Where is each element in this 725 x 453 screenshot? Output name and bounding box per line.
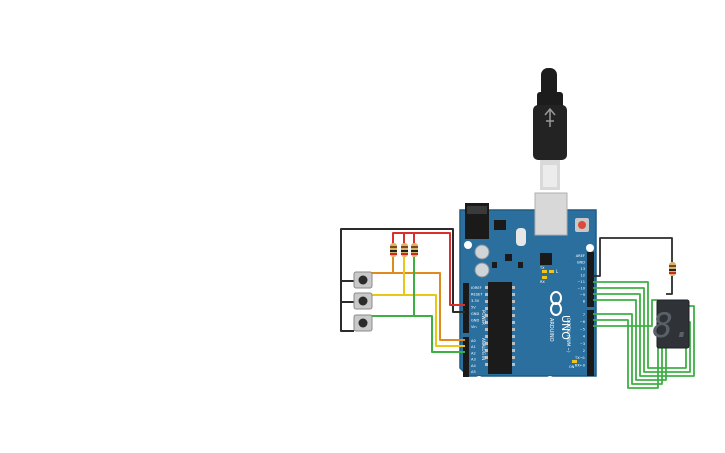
wire-seg-c[interactable] [593,293,695,377]
on-led [572,360,577,363]
pin-label: ~3 [580,342,585,346]
pin-label: IOREF [471,286,482,290]
pin-label: ~11 [577,280,585,284]
arduino-uno-board[interactable]: TX RX L ON ARDUINO UNO POWER ANALOG IN D… [459,192,597,384]
pin-label: 5V [471,306,476,310]
arduino-infinity-logo [550,291,562,316]
pin-label: ~9 [580,293,586,297]
usb-chip [540,253,552,265]
pin-label: GND [577,261,585,265]
wire-a1[interactable] [370,257,465,347]
capacitor [474,244,490,260]
wire-display-common[interactable] [666,276,673,295]
pin-label: A4 [471,364,476,368]
usb-icon [544,107,556,127]
wire-seg-e[interactable] [593,313,663,385]
wire-display-gnd[interactable] [593,237,673,277]
usb-port [534,192,568,236]
digital-header-label: DIGITAL (PWM ~) [566,318,571,353]
wire-seg-f[interactable] [593,319,659,389]
pin-label: A3 [471,358,476,362]
pin-label: 4 [583,335,586,339]
l-label: L [556,269,559,274]
pin-label: GND [471,319,479,323]
pin-label: Vin [471,325,477,329]
pin-label: 3.3V [471,299,480,303]
usb-cable[interactable] [533,68,567,190]
mount-hole [475,376,483,384]
pin-label: 2 [583,349,585,353]
pin-label: 12 [580,274,585,278]
pin-label: RX←0 [575,363,586,367]
digital-header-top[interactable] [587,252,594,307]
analog-header[interactable] [463,337,469,377]
pin-label: 7 [583,313,585,317]
board-model-text: UNO [559,315,572,340]
l-led [549,270,554,273]
resistor-display[interactable] [669,262,676,276]
mount-hole [464,241,472,249]
push-button-1[interactable] [353,271,373,289]
push-button-3[interactable] [353,314,373,332]
capacitor [474,262,490,278]
wire-a2[interactable] [370,257,465,353]
wire-gnd[interactable] [340,228,465,332]
tx-led [542,270,547,273]
push-button-2[interactable] [353,292,373,310]
power-header-label: POWER [481,310,486,325]
right-wiring [593,237,695,389]
rx-label: RX [540,280,545,284]
mount-hole [586,244,594,252]
pin-label: TX→1 [574,356,585,360]
on-label: ON [569,365,575,369]
resistor-3[interactable] [411,243,418,257]
pin-label: GND [471,312,479,316]
digital-header-bottom[interactable] [587,310,594,376]
pin-label: ~10 [577,287,585,291]
wire-seg-g[interactable] [593,299,658,327]
analog-header-label: ANALOG IN [481,338,486,360]
left-wiring [340,228,465,353]
board-logo-text: ARDUINO [548,318,554,342]
crystal [516,228,526,246]
pin-label: 13 [580,267,585,271]
wire-seg-d[interactable] [593,299,667,381]
seven-segment-display[interactable]: 8. [653,299,694,349]
atmega-chip [488,282,512,374]
tx-label: TX [539,266,545,270]
pin-label: 8 [583,300,586,304]
display-digit: 8. [653,306,694,346]
mount-hole [546,376,554,384]
power-header[interactable] [463,283,469,333]
pin-label: AREF [576,254,585,258]
pin-label: ~6 [580,320,586,324]
pin-label: A1 [471,345,476,349]
pin-label: RESET [471,293,483,297]
resistor-2[interactable] [401,243,408,257]
resistor-1[interactable] [390,243,397,257]
pin-label: A0 [471,339,476,343]
pin-label: A2 [471,351,476,355]
pin-label: A5 [471,370,476,374]
pin-label: ~5 [580,327,585,331]
wire-gnd-branch[interactable] [341,280,354,303]
rx-led [542,276,547,279]
regulator [494,220,506,230]
